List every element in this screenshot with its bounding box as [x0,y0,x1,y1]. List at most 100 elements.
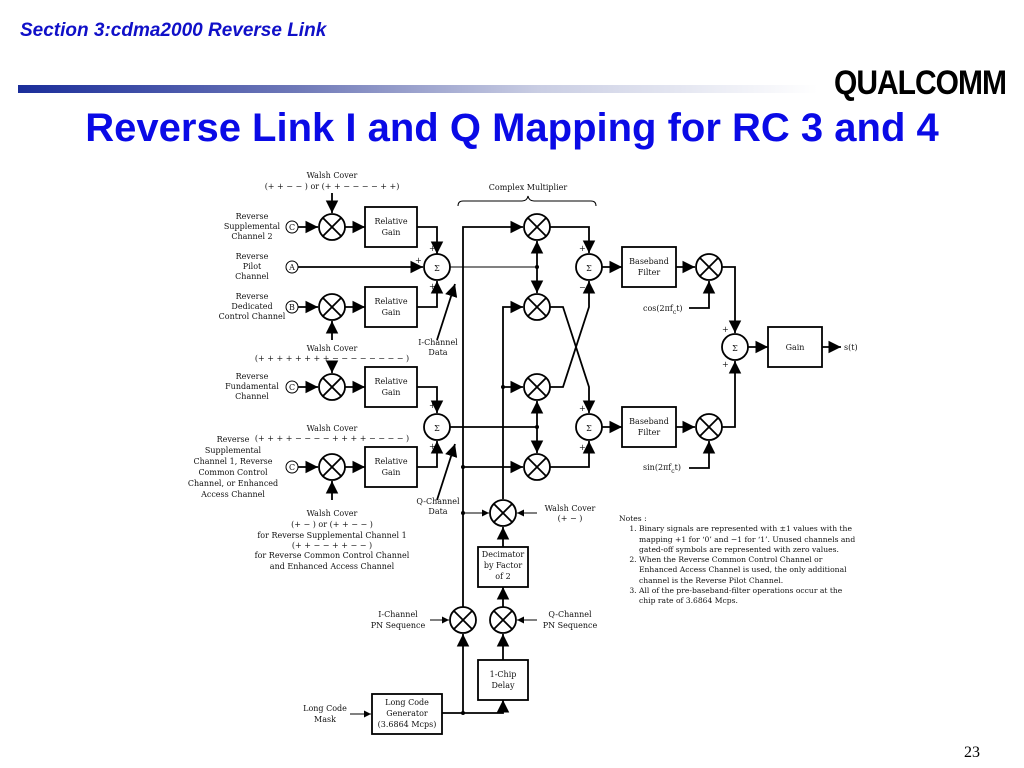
tag-c-sup2: C [285,220,299,234]
svg-text:Walsh Cover: Walsh Cover [307,509,358,518]
svg-text:Channel: Channel [235,392,269,401]
output-signal-label: s(t) [844,343,858,352]
q-pn-label: Q-Channel PN Sequence [543,610,598,630]
note-item: Binary signals are represented with ±1 v… [639,524,859,555]
svg-text:(+ + + + + + + + − − − − − − −: (+ + + + + + + + − − − − − − − − ) [255,354,409,363]
mixer-cm-3 [523,373,551,401]
svg-text:Filter: Filter [638,268,661,277]
mixer-i-pn [449,606,477,634]
mixer-dcch [318,293,346,321]
decimator-block: Decimator by Factor of 2 [477,546,529,588]
svg-text:(+ + + + − − − − + + + + − − −: (+ + + + − − − − + + + + − − − − ) [255,434,409,443]
svg-text:Supplemental: Supplemental [205,446,262,455]
svg-text:Access Channel: Access Channel [200,490,265,499]
note-item: All of the pre-baseband-filter operation… [639,586,859,607]
tag-c-sup1: C [285,460,299,474]
sin-carrier-label: sin(2πfct) [643,463,681,475]
cos-carrier-label: cos(2πfct) [643,304,683,316]
svg-text:Σ: Σ [434,424,440,433]
section-title: Section 3:cdma2000 Reverse Link [20,20,327,41]
svg-text:and Enhanced Access Channel: and Enhanced Access Channel [270,562,395,571]
mixer-cos [695,253,723,281]
q-channel-data-label: Q-Channel Data [416,497,460,516]
mixer-cm-4 [523,453,551,481]
svg-text:Gain: Gain [786,343,805,352]
sign-plus: + [429,442,436,451]
svg-text:I-Channel: I-Channel [378,610,418,619]
svg-text:Delay: Delay [492,681,515,690]
walsh-sup1-label: Walsh Cover (+ − ) or (+ + − − ) for Rev… [255,509,410,571]
svg-text:(+ + − − ) or (+ + − − − − + +: (+ + − − ) or (+ + − − − − + +) [265,182,400,191]
notes-heading: Notes : [619,514,647,523]
svg-text:Σ: Σ [586,264,592,273]
svg-text:Common Control: Common Control [198,468,268,477]
svg-text:Data: Data [428,348,447,357]
svg-text:(+ + − − + + − − ): (+ + − − + + − − ) [292,541,372,550]
svg-text:Σ: Σ [732,344,738,353]
mixer-sup2 [318,213,346,241]
summer-cm-bottom: Σ [575,413,603,441]
sign-plus: + [722,360,729,369]
header-gradient-bar [18,85,818,93]
long-code-generator-block: Long Code Generator (3.6864 Mcps) [371,693,443,735]
mixer-sup1 [318,453,346,481]
svg-text:sin(2πfct): sin(2πfct) [643,463,681,475]
input-sup1-label: Reverse Supplemental Channel 1, Reverse … [188,435,278,499]
svg-text:Gain: Gain [382,468,401,477]
page-number: 23 [964,744,980,761]
svg-text:Channel 2: Channel 2 [231,232,272,241]
svg-text:Baseband: Baseband [629,417,669,426]
gain-block: Gain [767,326,823,368]
summer-cm-top: Σ [575,253,603,281]
input-pilot-label: Reverse Pilot Channel [235,252,269,281]
sign-plus: + [429,401,436,410]
chip-delay-block: 1-Chip Delay [477,659,529,701]
note-item: When the Reverse Common Control Channel … [639,555,859,586]
svg-text:for Reverse Common Control Cha: for Reverse Common Control Channel [255,551,410,560]
walsh-sup2-label: Walsh Cover (+ + − − ) or (+ + − − − − +… [265,171,400,191]
svg-text:Reverse: Reverse [236,212,269,221]
svg-text:(+ − ) or (+ + − − ): (+ − ) or (+ + − − ) [291,520,373,529]
svg-text:Relative: Relative [374,457,407,466]
svg-text:Control Channel: Control Channel [219,312,286,321]
svg-text:Channel, or Enhanced: Channel, or Enhanced [188,479,278,488]
svg-text:Walsh Cover: Walsh Cover [545,504,596,513]
svg-text:Reverse: Reverse [217,435,250,444]
svg-text:Data: Data [428,507,447,516]
svg-text:Reverse: Reverse [236,372,269,381]
svg-text:Relative: Relative [374,217,407,226]
svg-text:Walsh Cover: Walsh Cover [307,171,358,180]
mixer-fch [318,373,346,401]
svg-text:Relative: Relative [374,377,407,386]
svg-text:A: A [288,263,295,272]
summer-output: Σ [721,333,749,361]
tag-b-dcch: B [285,300,299,314]
svg-text:Supplemental: Supplemental [224,222,281,231]
mixer-sin [695,413,723,441]
sign-plus: + [415,256,422,265]
sign-plus: + [429,244,436,253]
svg-text:Q-Channel: Q-Channel [548,610,592,619]
svg-text:Long Code: Long Code [385,698,429,707]
sign-plus: + [722,325,729,334]
sign-minus: − [579,283,586,292]
svg-text:Gain: Gain [382,388,401,397]
sign-plus: + [579,404,586,413]
sign-plus: + [579,244,586,253]
tag-a-pilot: A [285,260,299,274]
input-dcch-label: Reverse Dedicated Control Channel [219,292,286,321]
svg-text:Channel 1, Reverse: Channel 1, Reverse [193,457,272,466]
svg-text:Generator: Generator [386,709,428,718]
svg-text:PN Sequence: PN Sequence [371,621,426,630]
walsh-dcch-label: Walsh Cover (+ + + + + + + + − − − − − −… [255,344,409,363]
svg-text:Reverse: Reverse [236,292,269,301]
svg-text:Gain: Gain [382,228,401,237]
svg-text:1-Chip: 1-Chip [490,670,517,679]
svg-text:Channel: Channel [235,272,269,281]
